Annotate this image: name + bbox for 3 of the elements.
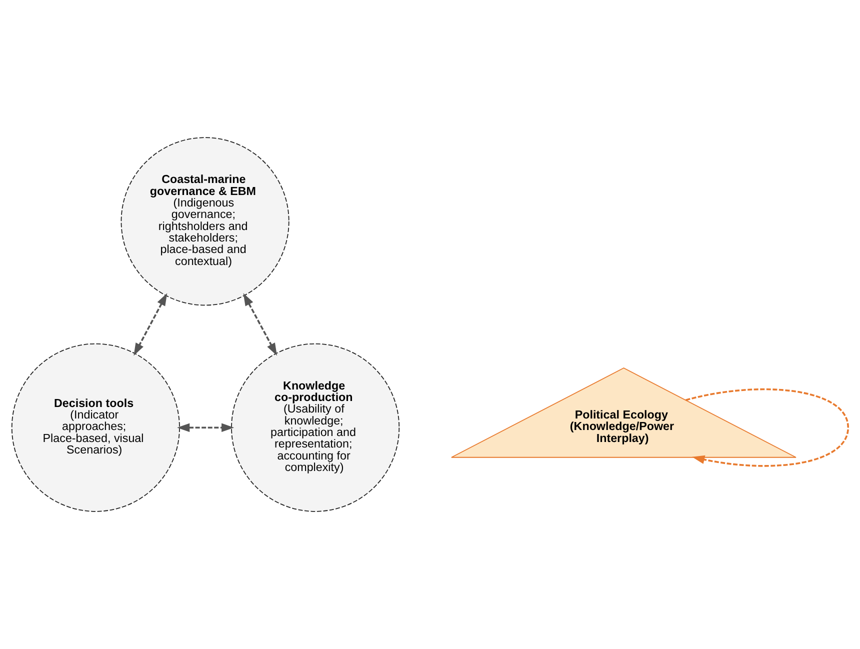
- arrow: [177, 423, 234, 432]
- arrow: [134, 293, 168, 356]
- arrow: [243, 293, 278, 356]
